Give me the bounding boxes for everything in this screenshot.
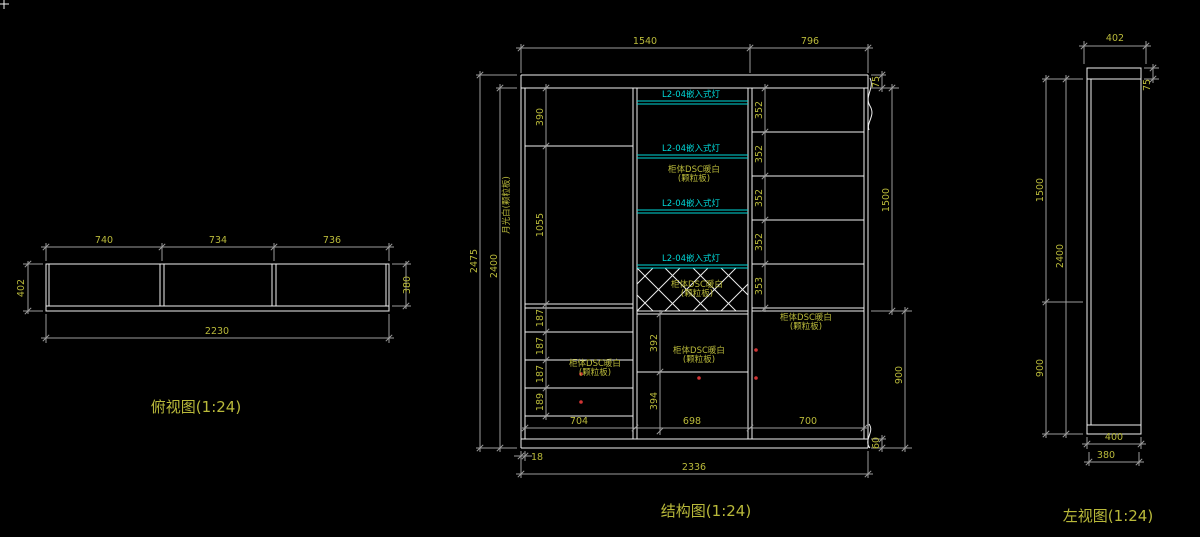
- dim-text: 698: [683, 416, 701, 427]
- dim-text: 352: [754, 101, 765, 119]
- dim-text: 75: [1142, 79, 1153, 91]
- material-label: (颗粒板): [678, 173, 710, 184]
- light-label: L2-04嵌入式灯: [662, 89, 721, 100]
- drawer-knobs: [579, 348, 758, 404]
- material-label: 柜体DSC暖白: [673, 345, 725, 356]
- dim-text: 380: [1097, 450, 1115, 461]
- dim-text: 402: [16, 279, 27, 297]
- structure-dimension-lines: [476, 44, 912, 478]
- dim-text: 390: [535, 108, 546, 126]
- dim-text: 352: [754, 189, 765, 207]
- dim-text: 392: [649, 334, 660, 352]
- material-label: (颗粒板): [683, 354, 715, 365]
- dim-text: 1055: [535, 213, 546, 237]
- dim-text: 187: [535, 337, 546, 355]
- dim-text: 900: [894, 366, 905, 384]
- dim-text: 1500: [1035, 178, 1046, 202]
- dim-text: 2230: [205, 326, 229, 337]
- dim-text: 352: [754, 145, 765, 163]
- dim-text: 2336: [682, 462, 706, 473]
- left-view-title: 左视图(1:24): [1063, 507, 1153, 525]
- dim-text: 18: [531, 452, 543, 463]
- dim-text: 187: [535, 309, 546, 327]
- dim-text: 700: [799, 416, 817, 427]
- material-label: (颗粒板): [579, 367, 611, 378]
- top-view-title: 俯视图(1:24): [151, 398, 241, 416]
- light-label: L2-04嵌入式灯: [662, 198, 721, 209]
- top-view-dimension-lines: [23, 243, 411, 343]
- left-view-object-lines: [1086, 67, 1142, 435]
- dim-text: 2400: [1055, 244, 1066, 268]
- wine-rack-lattice: [636, 267, 749, 312]
- dim-text: 736: [323, 235, 341, 246]
- crosshair-cursor: [0, 0, 9, 9]
- dim-text: 187: [535, 365, 546, 383]
- dim-text: 900: [1035, 359, 1046, 377]
- left-view: 402 75 1500 900 2400 400 380 左视图(1:24): [1035, 33, 1159, 525]
- top-view-object-lines: [45, 263, 390, 312]
- dim-text: 60: [871, 437, 882, 449]
- dim-text: 353: [754, 277, 765, 295]
- material-label: (颗粒板): [790, 321, 822, 332]
- structure-object-lines: [520, 74, 873, 449]
- material-label: 柜体DSC暖白: [671, 279, 723, 290]
- dim-text: 380: [402, 276, 413, 294]
- material-label: 柜体DSC暖白: [668, 164, 720, 175]
- dim-text: 796: [801, 36, 819, 47]
- dim-text: 352: [754, 233, 765, 251]
- dim-text: 402: [1106, 33, 1124, 44]
- material-label: 月光白(颗粒板): [501, 176, 512, 234]
- embedded-light-lines: [637, 100, 748, 269]
- dim-text: 400: [1105, 432, 1123, 443]
- light-label: L2-04嵌入式灯: [662, 143, 721, 154]
- dim-text: 734: [209, 235, 227, 246]
- light-label: L2-04嵌入式灯: [662, 253, 721, 264]
- left-view-dimension-lines: [1042, 41, 1159, 466]
- dim-text: 1540: [633, 36, 657, 47]
- material-label: 柜体DSC暖白: [569, 358, 621, 369]
- dim-text: 740: [95, 235, 113, 246]
- dim-text: 394: [649, 392, 660, 410]
- dim-text: 2400: [489, 254, 500, 278]
- structure-view: 1540 796 2336 18 2475 2400 390 1055 187 …: [469, 36, 912, 520]
- top-view: 740 734 736 2230 402 380 俯视图(1:24): [16, 235, 413, 416]
- structure-view-title: 结构图(1:24): [661, 502, 751, 520]
- dim-text: 75: [871, 76, 882, 88]
- material-label: (颗粒板): [681, 288, 713, 299]
- dim-text: 704: [570, 416, 588, 427]
- dim-text: 2475: [469, 249, 480, 273]
- material-label: 柜体DSC暖白: [780, 312, 832, 323]
- dim-text: 1500: [881, 188, 892, 212]
- dim-text: 189: [535, 393, 546, 411]
